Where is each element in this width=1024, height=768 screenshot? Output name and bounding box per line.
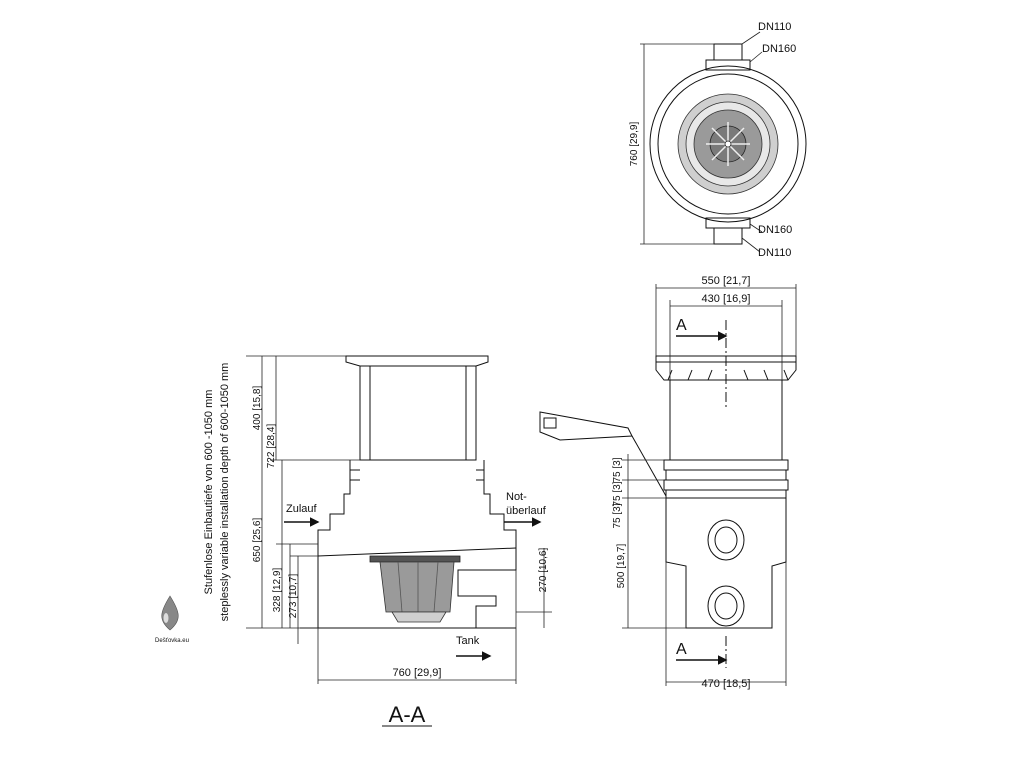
water-drop-icon bbox=[161, 595, 179, 631]
dim-75-b: 75 [3] bbox=[612, 481, 623, 506]
logo bbox=[161, 595, 179, 631]
dim-top-height: 760 [29,9] bbox=[629, 122, 640, 167]
dim-722: 722 [28,4] bbox=[266, 424, 277, 469]
section-mark-bottom: A bbox=[676, 641, 687, 658]
outer-ring-inner bbox=[657, 73, 799, 215]
label-dn160-bottom: DN160 bbox=[758, 224, 792, 236]
outer-ring bbox=[649, 65, 807, 223]
top-view bbox=[640, 31, 807, 253]
dim-760-section: 760 [29,9] bbox=[393, 667, 442, 679]
label-dn110-top: DN110 bbox=[758, 21, 791, 33]
section-view bbox=[246, 355, 552, 727]
bottom-pipe-dn110 bbox=[713, 227, 743, 245]
label-not: Not- bbox=[506, 491, 527, 503]
section-mark-top: A bbox=[676, 317, 687, 334]
dim-500: 500 [19,7] bbox=[616, 544, 627, 589]
label-dn160-top: DN160 bbox=[762, 43, 796, 55]
dim-273: 273 [10,7] bbox=[288, 574, 299, 619]
dim-270: 270 [10,6] bbox=[538, 548, 549, 593]
label-zulauf: Zulauf bbox=[286, 503, 318, 515]
dim-550: 550 [21,7] bbox=[702, 275, 751, 287]
bottom-pipe-dn160 bbox=[705, 217, 751, 229]
dim-650: 650 [25,6] bbox=[252, 518, 263, 563]
top-pipe-dn110 bbox=[713, 43, 743, 61]
side-view bbox=[539, 284, 797, 686]
label-ueberlauf: überlauf bbox=[506, 505, 547, 517]
section-title: A-A bbox=[389, 702, 426, 727]
lifting-tool bbox=[539, 411, 633, 441]
dim-75-a: 75 [3] bbox=[612, 457, 623, 482]
label-dn110-bottom: DN110 bbox=[758, 247, 791, 259]
vertical-text-de: Stufenlose Einbautiefe von 600 -1050 mm bbox=[203, 390, 215, 595]
dim-75-c: 75 [3] bbox=[612, 503, 623, 528]
dim-470: 470 [18,5] bbox=[702, 678, 751, 690]
logo-text: Dešťovka.eu bbox=[155, 638, 189, 644]
vertical-text-en: steplessly variable installation depth o… bbox=[219, 363, 231, 622]
dim-430: 430 [16,9] bbox=[702, 293, 751, 305]
dim-400: 400 [15,8] bbox=[252, 386, 263, 431]
top-pipe-dn160 bbox=[705, 59, 751, 71]
label-tank: Tank bbox=[456, 635, 480, 647]
dim-328: 328 [12,9] bbox=[272, 568, 283, 613]
filter-basket-section bbox=[379, 561, 455, 613]
